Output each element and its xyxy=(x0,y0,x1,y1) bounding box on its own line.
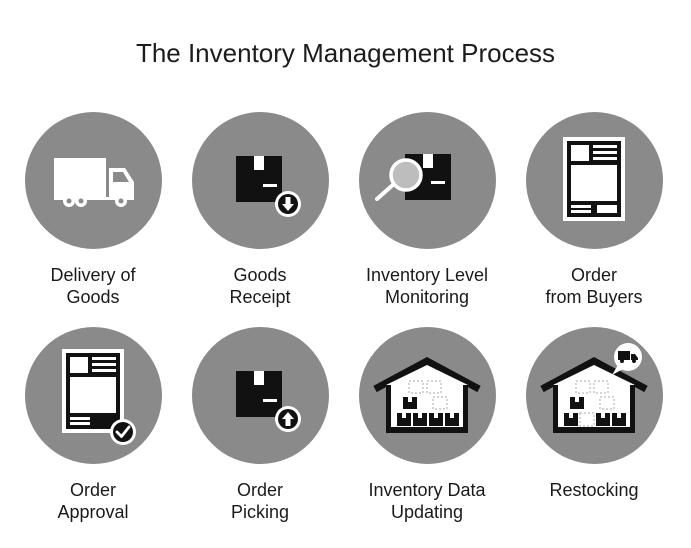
step-label: Order from Buyers xyxy=(545,265,643,307)
step-label: Inventory Data Updating xyxy=(368,480,486,522)
delivery-truck-icon xyxy=(53,158,134,207)
step-goods-receipt: Goods Receipt xyxy=(180,112,340,308)
step-circle xyxy=(525,112,663,249)
step-circle xyxy=(191,327,329,464)
box-download-icon xyxy=(235,156,301,217)
box-upload-icon xyxy=(235,371,301,432)
step-circle xyxy=(358,112,496,249)
step-circle xyxy=(191,112,329,249)
step-restocking: Restocking xyxy=(514,327,674,501)
step-inventory-level-monitoring: Inventory Level Monitoring xyxy=(347,112,507,308)
warehouse-truck-icon xyxy=(539,343,648,433)
step-circle xyxy=(24,327,162,464)
document-check-icon xyxy=(61,349,136,445)
step-label: Delivery of Goods xyxy=(50,265,136,307)
step-label: Goods Receipt xyxy=(229,265,291,307)
diagram-title: The Inventory Management Process xyxy=(135,38,556,68)
step-delivery-of-goods: Delivery of Goods xyxy=(13,112,173,308)
step-order-approval: Order Approval xyxy=(13,327,173,523)
step-circle xyxy=(24,112,162,249)
step-circle xyxy=(525,327,663,464)
step-label: Restocking xyxy=(549,480,639,500)
warehouse-icon xyxy=(372,357,481,433)
step-label: Inventory Level Monitoring xyxy=(365,265,489,307)
step-order-picking: Order Picking xyxy=(180,327,340,523)
step-label: Order Approval xyxy=(57,480,129,522)
magnifier-box-icon xyxy=(374,154,451,201)
step-order-from-buyers: Order from Buyers xyxy=(514,112,674,308)
step-circle xyxy=(358,327,496,464)
step-inventory-data-updating: Inventory Data Updating xyxy=(347,327,507,523)
step-label: Order Picking xyxy=(230,480,290,522)
order-document-icon xyxy=(562,137,625,221)
